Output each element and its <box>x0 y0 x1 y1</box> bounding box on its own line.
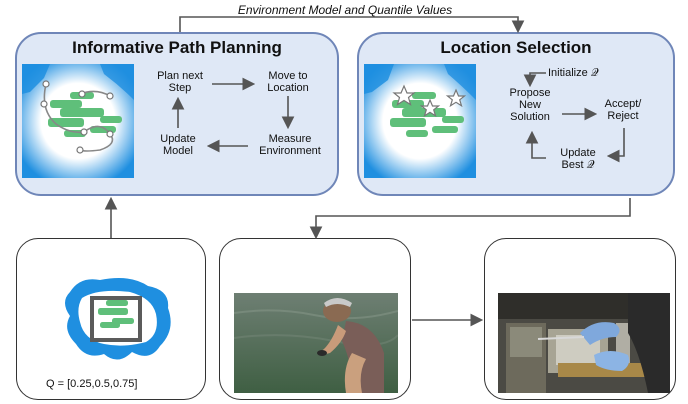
arrow-update-to-propose <box>525 130 546 159</box>
quantile-values-label: Q = [0.25,0.5,0.75] <box>46 378 138 390</box>
location-to-sampling-arrow <box>309 198 631 240</box>
location-selection-title: Location Selection <box>440 38 592 57</box>
field-sampling-photo <box>234 293 398 393</box>
ipp-lake-map <box>22 64 134 178</box>
ipp-title: Informative Path Planning <box>72 38 282 57</box>
top-caption: Environment Model and Quantile Values <box>237 3 453 17</box>
location-lake-map <box>364 64 476 178</box>
lab-analysis-photo <box>498 293 670 393</box>
arrow-initialize-to-propose <box>523 72 546 88</box>
top-connector-arrow <box>179 16 525 34</box>
arrow-accept-to-update <box>606 128 625 163</box>
environment-map <box>65 278 171 360</box>
move-to-location-label: Move to Location <box>267 70 309 94</box>
update-model-label: Update Model <box>160 133 196 157</box>
initialize-q-label: Initialize 𝒬 <box>548 67 599 79</box>
measure-environment-label: Measure Environment <box>259 133 321 157</box>
quantile-region-box <box>90 296 142 342</box>
plan-next-step-label: Plan next Step <box>157 70 203 94</box>
propose-new-solution-label: Propose New Solution <box>509 87 551 123</box>
accept-reject-label: Accept/ Reject <box>604 98 642 122</box>
update-best-q-label: Update Best 𝒬 <box>560 147 596 171</box>
